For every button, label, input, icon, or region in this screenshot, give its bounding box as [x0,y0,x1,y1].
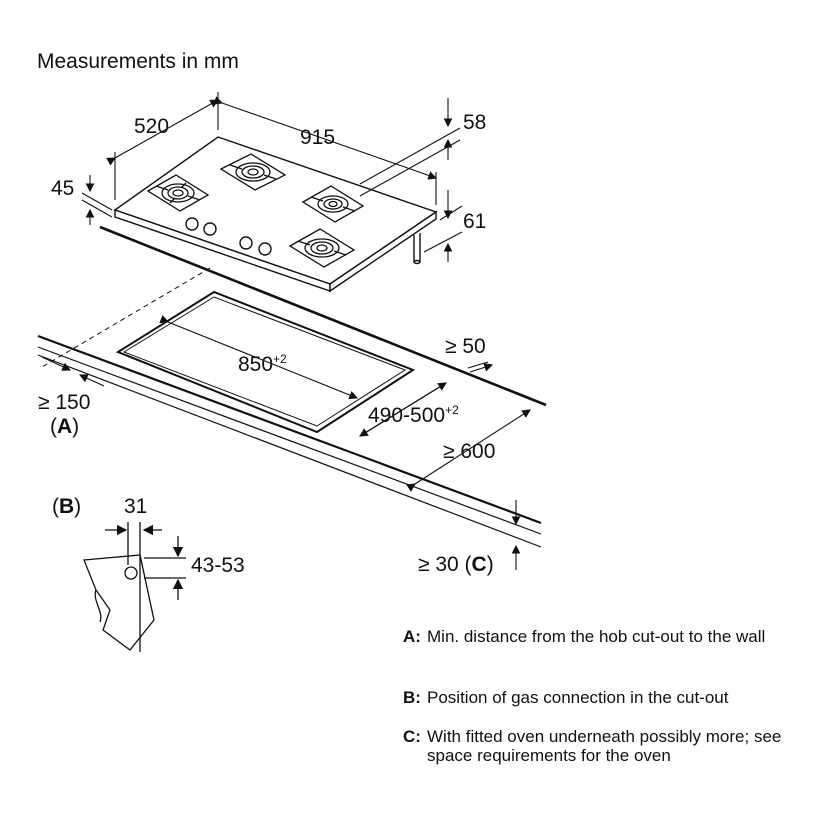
worktop-dimension-lines [41,315,531,570]
dim-height-61: 61 [463,210,486,233]
marker-b: (B) [52,495,81,518]
dim-cutout-width: 850+2 [238,352,287,376]
dim-min-thickness: ≥ 30 (C) [418,553,494,576]
hob-drawing [113,136,438,293]
gas-connection-detail [83,522,186,652]
dim-width-915: 915 [300,126,335,149]
dim-min-back: ≥ 50 [445,335,486,358]
legend-item-c: C: With fitted oven underneath possibly m… [403,727,823,765]
dim-gas-offset: 31 [124,495,147,518]
dim-cutout-depth: 490-500+2 [368,403,459,427]
legend-item-b: B: Position of gas connection in the cut-… [403,688,823,707]
burner-front-right [288,228,356,268]
hob-dimension-lines [81,92,463,262]
legend-key: A: [403,627,421,646]
burner-back-right [301,185,365,223]
diagram-title: Measurements in mm [37,50,239,73]
burner-front-left [146,174,210,212]
dim-offset-58: 58 [463,111,486,134]
dim-min-worktop: ≥ 600 [443,440,495,463]
marker-a: (A) [50,415,79,438]
dim-gas-height: 43-53 [191,554,245,577]
legend-key: B: [403,688,421,707]
dim-depth-520: 520 [134,115,169,138]
dim-min-wall: ≥ 150 [38,391,90,414]
legend-text: Position of gas connection in the cut-ou… [427,688,729,707]
legend-text: Min. distance from the hob cut-out to th… [427,627,766,646]
legend-key: C: [403,727,421,746]
legend-text: With fitted oven underneath possibly mor… [427,727,782,765]
dim-height-45: 45 [51,177,74,200]
legend-item-a: A: Min. distance from the hob cut-out to … [403,627,823,646]
